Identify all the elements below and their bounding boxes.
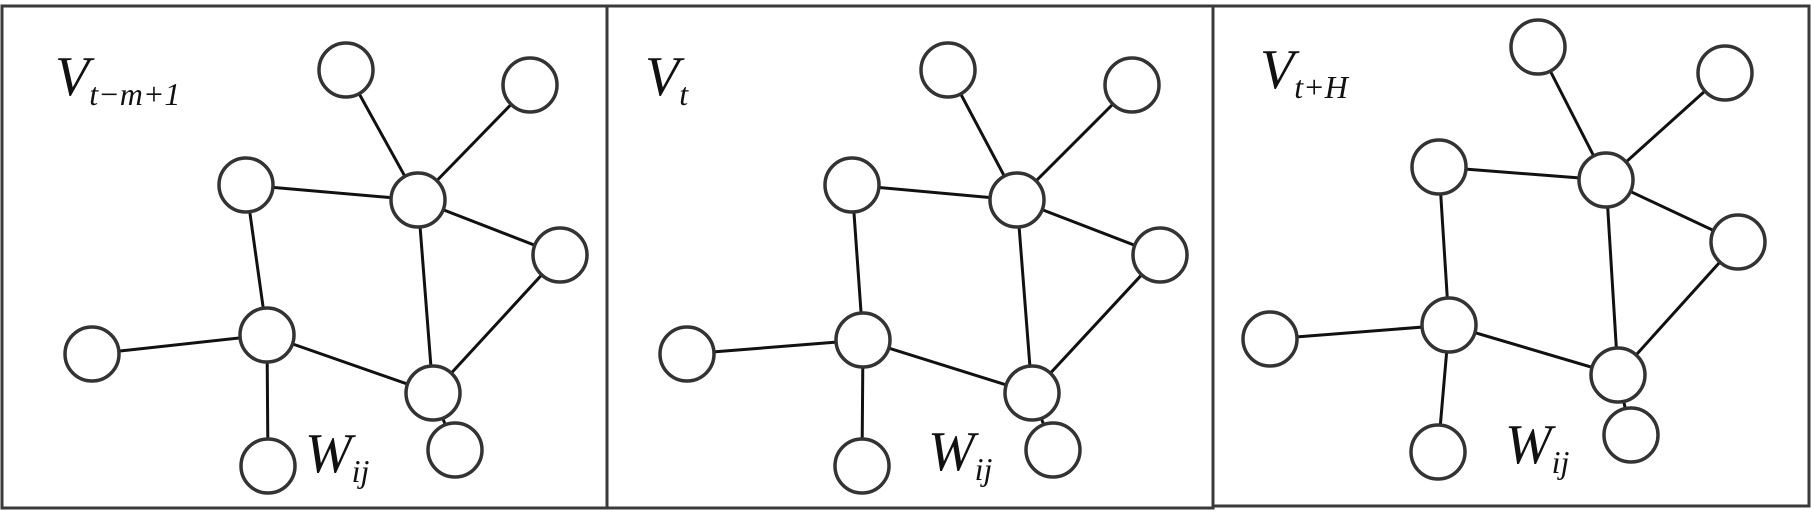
graph-edge xyxy=(416,199,435,394)
graph-node xyxy=(389,171,447,229)
graph-node xyxy=(988,171,1046,229)
graph-node xyxy=(1024,421,1082,479)
vertex-label: Vt−m+1 xyxy=(55,46,180,112)
vertex-subscript: t−m+1 xyxy=(89,76,180,112)
graph-edge xyxy=(1448,323,1619,377)
graph-edge xyxy=(862,338,1033,395)
graph-edge xyxy=(266,333,434,395)
graph-node xyxy=(919,41,977,99)
graph-nodes xyxy=(658,41,1189,495)
graph-node xyxy=(501,56,559,114)
graph-node xyxy=(833,437,891,495)
graph-node xyxy=(63,325,121,383)
graph-node xyxy=(238,306,296,364)
graph-edge xyxy=(1030,253,1162,395)
graph-node xyxy=(1131,226,1189,284)
vertex-subscript: t+H xyxy=(1294,69,1349,105)
graph-edge xyxy=(1015,199,1034,394)
graph-node xyxy=(1509,18,1567,76)
graph-node xyxy=(1003,364,1061,422)
graph-node xyxy=(1696,44,1754,102)
panel-frame xyxy=(1211,4,1811,508)
vertex-subscript: t xyxy=(679,76,689,112)
graph-node xyxy=(217,156,275,214)
graph-node xyxy=(531,226,589,284)
graph-edges xyxy=(91,69,562,467)
graph-edge xyxy=(431,253,562,395)
weight-subscript: ij xyxy=(352,453,370,489)
panel-1: Vt−m+1 Wij xyxy=(0,4,609,510)
graph-edges xyxy=(686,69,1162,467)
graph-node xyxy=(404,364,462,422)
weight-subscript: ij xyxy=(975,451,993,487)
graph-edge xyxy=(1604,179,1620,376)
graph-node xyxy=(658,325,716,383)
graph-node xyxy=(1410,138,1468,196)
graph-edge xyxy=(245,183,419,202)
panel-3: Vt+H Wij xyxy=(1211,4,1811,508)
graph-nodes xyxy=(1241,18,1767,481)
graph-node xyxy=(1602,406,1660,464)
graph-node xyxy=(317,41,375,99)
graph-node xyxy=(823,156,881,214)
graph-edge xyxy=(91,333,268,356)
graph-node xyxy=(426,421,484,479)
graph-node xyxy=(1709,213,1767,271)
graph-node xyxy=(1241,310,1299,368)
weight-label: Wij xyxy=(305,423,370,489)
vertex-label: Vt+H xyxy=(1260,39,1350,105)
graph-node xyxy=(1420,296,1478,354)
graph-node xyxy=(834,311,892,369)
graph-node xyxy=(1577,151,1635,209)
graph-edge xyxy=(1616,240,1740,377)
graph-node xyxy=(1103,56,1161,114)
weight-subscript: ij xyxy=(1552,444,1570,480)
weight-label: Wij xyxy=(928,421,993,487)
graph-edge xyxy=(686,338,864,356)
vertex-label: Vt xyxy=(645,46,689,112)
panel-2: Vt Wij xyxy=(605,4,1215,510)
graph-edges xyxy=(1269,46,1740,453)
graph-edge xyxy=(1269,323,1450,341)
weight-label: Wij xyxy=(1505,414,1570,480)
graph-node xyxy=(1589,346,1647,404)
graph-nodes xyxy=(63,41,589,495)
graph-node xyxy=(1409,423,1467,481)
graph-node xyxy=(239,437,297,495)
